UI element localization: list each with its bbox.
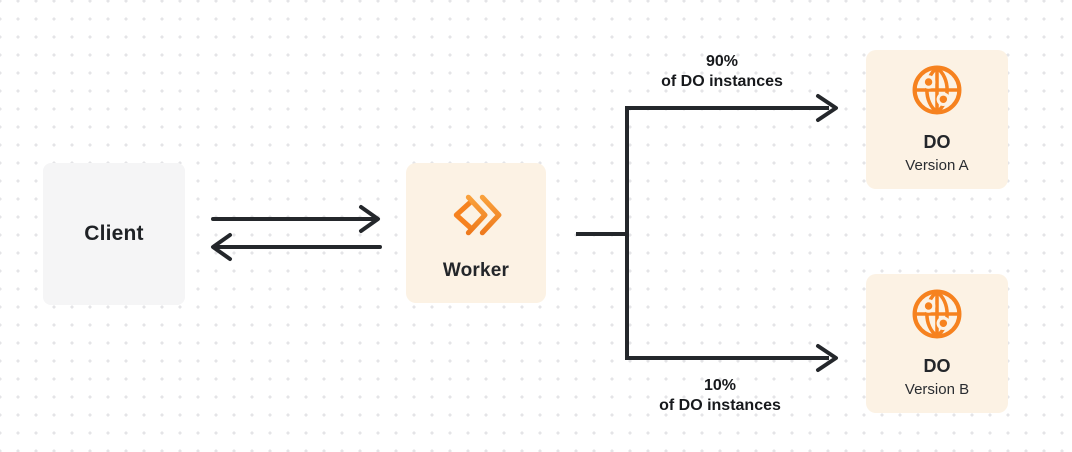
branch-split-line (576, 106, 829, 360)
edge-label-10-percent: 10% of DO instances (610, 376, 830, 416)
worker-label: Worker (442, 259, 510, 281)
edge-caption: of DO instances (659, 397, 781, 414)
arrowhead-to-do-a (816, 94, 838, 122)
globe-icon (910, 287, 964, 346)
worker-node: Worker (406, 163, 546, 303)
do-a-subtitle: Version A (905, 156, 969, 174)
client-node: Client (43, 163, 185, 305)
workers-chevrons-icon (443, 185, 509, 250)
do-a-title: DO (923, 132, 951, 153)
do-version-a-node: DO Version A (866, 50, 1008, 189)
edge-caption: of DO instances (661, 73, 783, 90)
client-label: Client (84, 222, 144, 245)
arrow-client-to-worker (211, 205, 380, 233)
arrow-worker-to-client (211, 233, 382, 261)
globe-icon (910, 63, 964, 122)
arrowhead-to-do-b (816, 344, 838, 372)
edge-percent: 90% (705, 53, 739, 70)
do-b-title: DO (923, 356, 951, 377)
edge-percent: 10% (703, 377, 737, 394)
edge-label-90-percent: 90% of DO instances (612, 52, 832, 92)
do-version-b-node: DO Version B (866, 274, 1008, 413)
do-b-subtitle: Version B (904, 380, 970, 398)
